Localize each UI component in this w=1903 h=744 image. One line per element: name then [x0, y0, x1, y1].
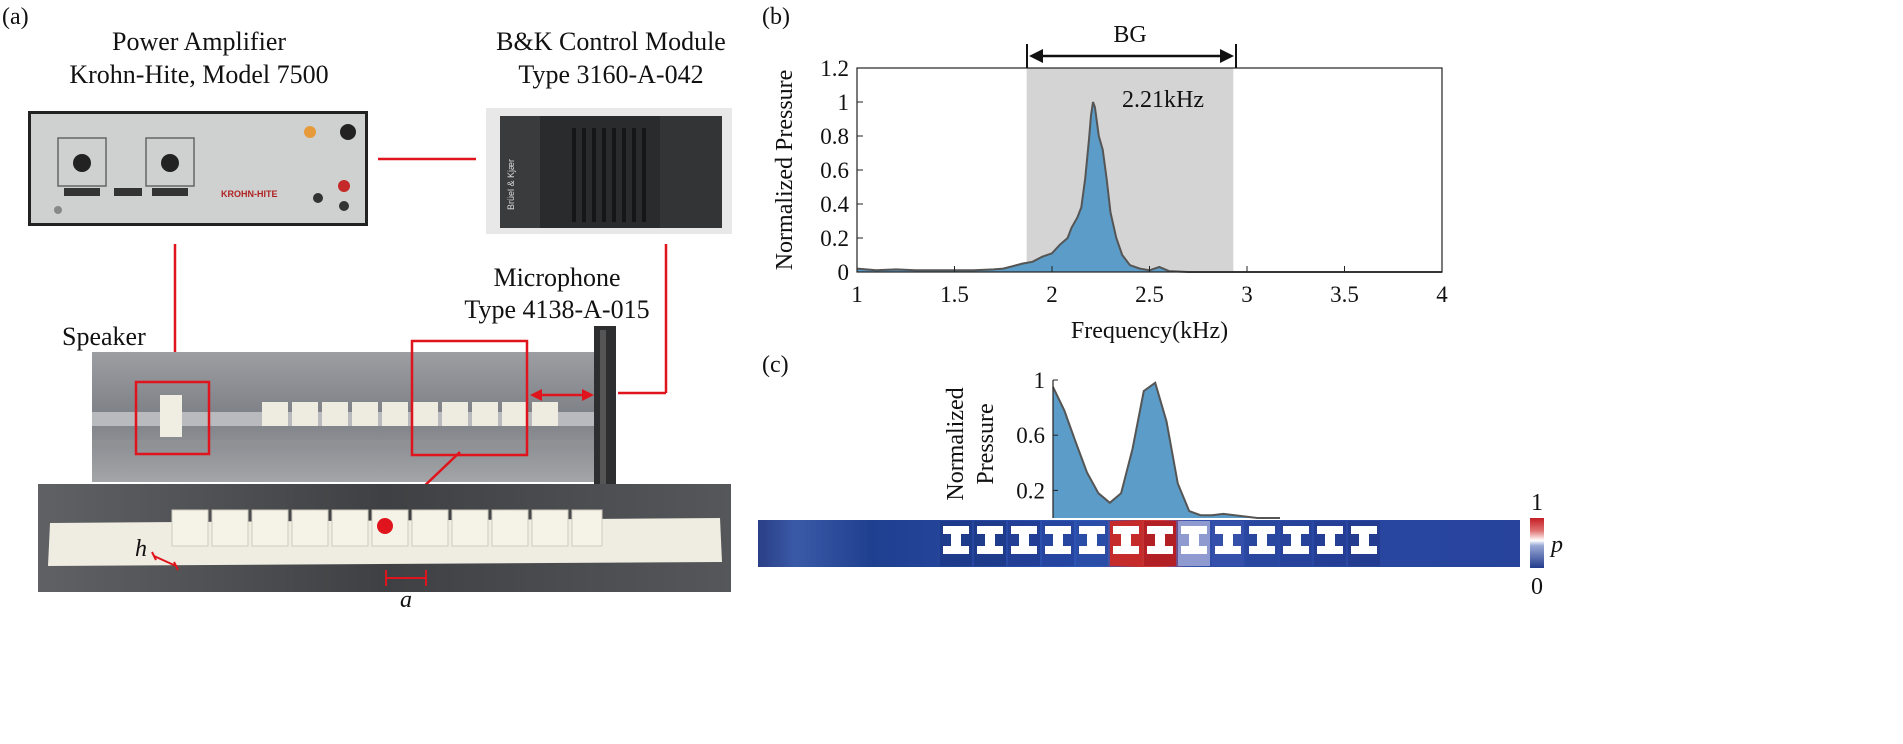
y-tick-label: 0.6 [820, 158, 849, 183]
cell-void [1283, 526, 1309, 554]
heatsink-fins [572, 128, 646, 222]
bandgap-shading [1026, 68, 1234, 272]
y-tick-label: 0.2 [820, 226, 849, 251]
panel-a-label: (a) [2, 4, 29, 30]
x-tick-label: 4 [1436, 282, 1448, 307]
x-axis-label: Frequency(kHz) [1071, 318, 1228, 344]
colorbar-max-label: 1 [1531, 490, 1543, 516]
profile-area [1053, 382, 1280, 518]
profile-y-tick-label: 0.6 [1016, 423, 1045, 448]
amplifier-brand: KROHN-HITE [221, 189, 278, 199]
tank-unit-cells [262, 402, 558, 426]
dimension-a-label: a [400, 587, 412, 613]
profile-line [1052, 381, 1280, 519]
y-tick-label: 1 [838, 90, 850, 115]
cell-void [1317, 526, 1343, 554]
highlight-boxes [134, 339, 529, 457]
y-axis-label: Normalized Pressure [772, 70, 798, 271]
amplifier-model: Krohn-Hite, Model 7500 [69, 60, 328, 89]
y-tick-label: 0.8 [820, 124, 849, 149]
profile-y-tick-label: 0.2 [1016, 478, 1045, 503]
peak-frequency-label: 2.21kHz [1122, 87, 1204, 113]
waveguide-tank-photo [92, 326, 616, 490]
sample-photo [38, 484, 731, 592]
bandgap-arrow [1026, 44, 1237, 68]
x-tick-label: 3.5 [1330, 282, 1359, 307]
cell-void [1249, 526, 1275, 554]
cell-void [943, 526, 969, 554]
microphone-position-marker [377, 518, 393, 534]
control-module-type: Type 3160-A-042 [518, 60, 703, 89]
cell-void [1011, 526, 1037, 554]
dimension-h-label: h [135, 536, 147, 562]
pressure-field-unit-cells [940, 521, 1380, 566]
x-tick-label: 2.5 [1135, 282, 1164, 307]
microphone-type: Type 4138-A-015 [464, 295, 649, 324]
x-tick-label: 1 [851, 282, 863, 307]
pressure-field-map [758, 520, 1520, 567]
panel-b-label: (b) [762, 4, 790, 30]
control-module-title: B&K Control Module [496, 27, 726, 56]
amplifier-title: Power Amplifier [112, 27, 286, 56]
colorbar-symbol: p [1549, 532, 1563, 558]
pressure-profile-chart: 0.2 0.6 1 [1016, 368, 1280, 519]
panel-c-ylabel-line1: Normalized [943, 387, 969, 500]
dimension-h-marker [151, 551, 179, 571]
control-module-brand: Brüel & Kjær [506, 159, 516, 210]
connection-lines [173, 157, 668, 395]
microphone-distance-arrow [530, 389, 594, 401]
cell-void [1113, 526, 1139, 554]
dimension-a-marker [385, 570, 427, 586]
profile-y-tick-label: 1 [1034, 368, 1046, 393]
control-module-photo: Brüel & Kjær [486, 108, 732, 234]
y-tick-label: 1.2 [820, 56, 849, 81]
cell-void [1147, 526, 1173, 554]
x-tick-label: 3 [1241, 282, 1253, 307]
bandgap-label: BG [1113, 22, 1146, 48]
cell-void [977, 526, 1003, 554]
cell-void [1079, 526, 1105, 554]
y-tick-label: 0 [838, 260, 850, 285]
cell-void [1215, 526, 1241, 554]
speaker-label: Speaker [62, 322, 146, 351]
microphone-title: Microphone [493, 263, 620, 292]
frequency-response-chart: 1 1.5 2 2.5 3 3.5 4 0 0.2 0.4 0.6 0.8 1 1.2Frequency(… [772, 56, 1448, 344]
power-amplifier-photo: KROHN-HITE [28, 111, 368, 226]
cell-void [1351, 526, 1377, 554]
cell-void [1045, 526, 1071, 554]
cell-void [1181, 526, 1207, 554]
panel-c-ylabel-line2: Pressure [973, 403, 999, 484]
x-tick-label: 1.5 [940, 282, 969, 307]
colorbar-min-label: 0 [1531, 574, 1543, 600]
response-line [856, 101, 1442, 273]
y-tick-label: 0.4 [820, 192, 849, 217]
panel-c-label: (c) [762, 352, 789, 378]
colorbar [1530, 518, 1544, 568]
x-tick-label: 2 [1046, 282, 1058, 307]
